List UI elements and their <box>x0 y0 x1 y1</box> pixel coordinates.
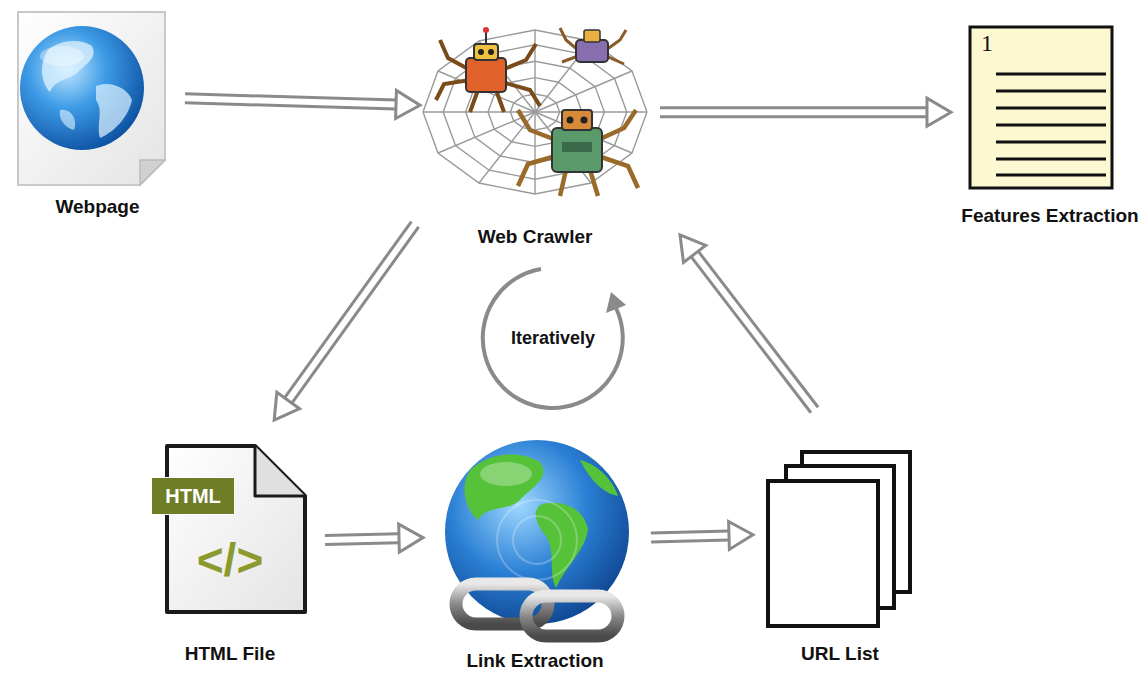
annotation-label: </> <box>197 533 264 587</box>
arrow-shaft <box>325 534 399 536</box>
arrow-head <box>399 524 423 552</box>
hollow-arrow <box>660 98 951 126</box>
node-label: Web Crawler <box>420 226 650 248</box>
annotation-label: 1 <box>981 30 993 57</box>
arrow-shaft <box>325 543 399 545</box>
html-file-icon <box>152 446 305 612</box>
arrow-head <box>396 91 420 119</box>
node-label: Webpage <box>15 196 180 218</box>
arrow-shaft <box>660 115 927 118</box>
node-label: Link Extraction <box>425 650 645 672</box>
robot-spiders <box>436 27 638 196</box>
document-icon <box>970 27 1112 188</box>
icon-node: URL List <box>755 448 925 665</box>
hollow-arrow <box>651 521 753 549</box>
link-globe-icon <box>445 440 629 636</box>
arrow-shaft <box>651 540 729 542</box>
arrow-head <box>680 235 706 263</box>
arrow-shaft <box>698 251 818 407</box>
arrow-head <box>729 521 753 549</box>
arrow-shaft <box>691 257 811 413</box>
arrow-shaft <box>292 227 419 403</box>
arrow-shaft <box>185 94 396 100</box>
arrow-shaft <box>185 103 396 109</box>
icon-node: Link Extraction <box>425 448 645 672</box>
node-label: HTML File <box>145 643 315 665</box>
arrow-shaft <box>285 222 412 398</box>
arrow-head <box>274 392 299 420</box>
hollow-arrow <box>185 91 420 119</box>
node-label: Features Extraction <box>955 205 1145 227</box>
icon-node: Web Crawler <box>420 10 650 248</box>
arrow-shaft <box>660 106 927 109</box>
cycle-arrow <box>483 269 626 408</box>
node-label: URL List <box>755 643 925 665</box>
annotation-label: HTML <box>152 478 234 514</box>
annotation-label: Iteratively <box>511 328 595 349</box>
hollow-arrow <box>680 235 818 413</box>
spider-web <box>423 30 647 194</box>
icon-node: Webpage <box>15 8 180 218</box>
arrow-head <box>927 98 951 126</box>
url-list-icon <box>768 452 910 626</box>
webpage-icon <box>18 12 165 185</box>
hollow-arrow <box>325 524 423 552</box>
hollow-arrow <box>274 222 418 420</box>
arrow-shaft <box>651 531 729 533</box>
